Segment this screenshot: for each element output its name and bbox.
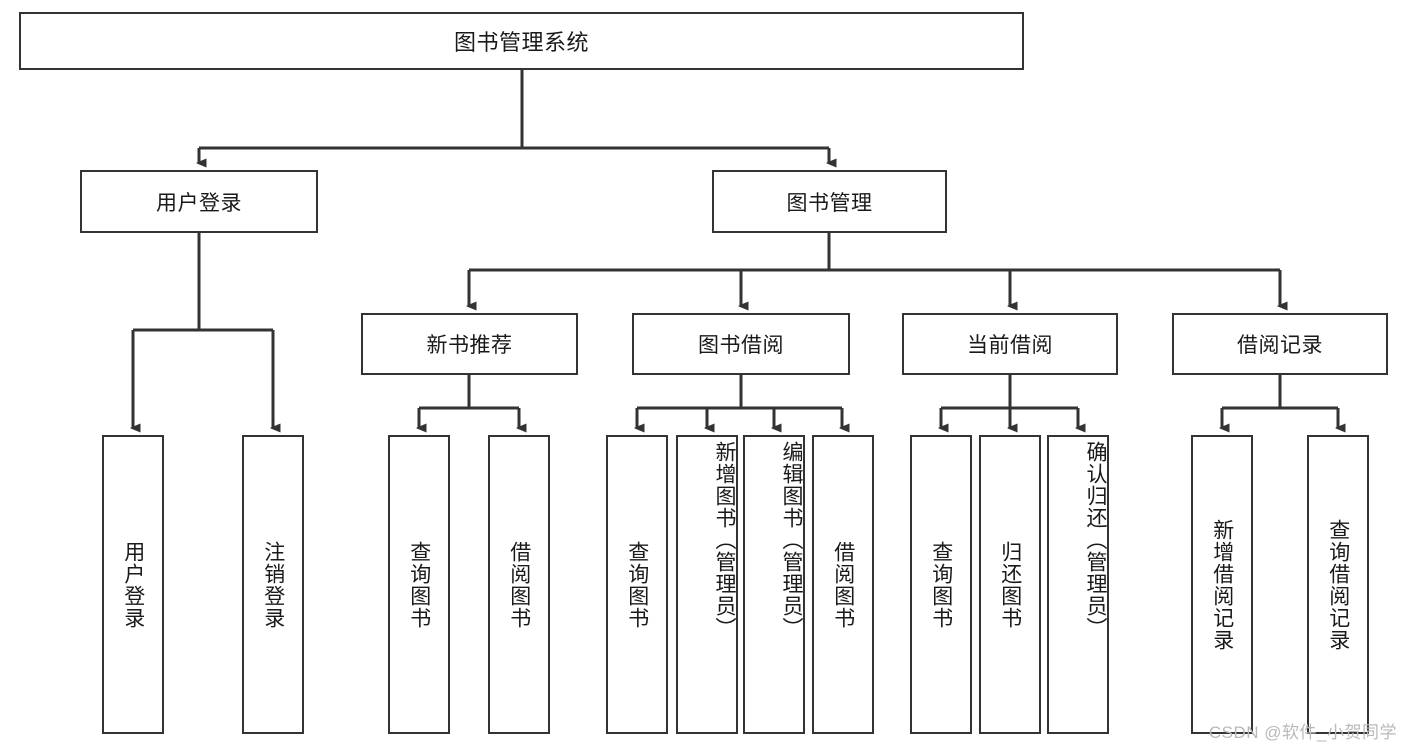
leaf-user-login[interactable]: 用户登录 (102, 435, 164, 734)
node-book-management[interactable]: 图书管理 (712, 170, 947, 233)
leaf-query-book-3[interactable]: 查询图书 (910, 435, 972, 734)
node-label: 当前借阅 (967, 334, 1053, 357)
node-label: 确认归还（管理员） (1084, 441, 1107, 639)
node-label: 查询借阅记录 (1326, 518, 1350, 651)
leaf-logout-login[interactable]: 注销登录 (242, 435, 304, 734)
node-label: 图书管理 (786, 191, 873, 215)
node-label: 编辑图书（管理员） (780, 441, 803, 639)
node-label: 查询图书 (625, 540, 649, 629)
leaf-confirm-return[interactable]: 确认归还（管理员） (1047, 435, 1109, 734)
leaf-return-book[interactable]: 归还图书 (979, 435, 1041, 734)
node-user-login[interactable]: 用户登录 (80, 170, 318, 233)
node-label: 查询图书 (407, 540, 431, 629)
node-label: 借阅记录 (1237, 334, 1323, 357)
node-label: 图书管理系统 (453, 30, 589, 55)
leaf-borrow-book-2[interactable]: 借阅图书 (812, 435, 874, 734)
leaf-query-record[interactable]: 查询借阅记录 (1307, 435, 1369, 734)
leaf-borrow-book-1[interactable]: 借阅图书 (488, 435, 550, 734)
node-book-borrow[interactable]: 图书借阅 (632, 313, 850, 375)
node-label: 新增借阅记录 (1210, 518, 1234, 651)
node-label: 注销登录 (261, 540, 285, 629)
leaf-query-book-1[interactable]: 查询图书 (388, 435, 450, 734)
node-current-borrow[interactable]: 当前借阅 (902, 313, 1118, 375)
leaf-edit-book[interactable]: 编辑图书（管理员） (743, 435, 805, 734)
node-label: 用户登录 (156, 191, 242, 215)
node-label: 借阅图书 (507, 540, 531, 629)
node-label: 新书推荐 (426, 334, 513, 357)
leaf-query-book-2[interactable]: 查询图书 (606, 435, 668, 734)
node-borrow-record[interactable]: 借阅记录 (1172, 313, 1388, 375)
leaf-add-record[interactable]: 新增借阅记录 (1191, 435, 1253, 734)
leaf-add-book[interactable]: 新增图书（管理员） (676, 435, 738, 734)
node-label: 图书借阅 (698, 334, 784, 357)
node-root-system[interactable]: 图书管理系统 (19, 12, 1024, 70)
csdn-watermark: CSDN @软件_小贺同学 (1208, 723, 1397, 742)
node-label: 借阅图书 (831, 540, 855, 629)
node-label: 新增图书（管理员） (713, 441, 736, 639)
node-label: 归还图书 (998, 540, 1022, 629)
node-new-book-recommend[interactable]: 新书推荐 (361, 313, 578, 375)
node-label: 用户登录 (121, 540, 145, 629)
node-label: 查询图书 (929, 540, 953, 629)
